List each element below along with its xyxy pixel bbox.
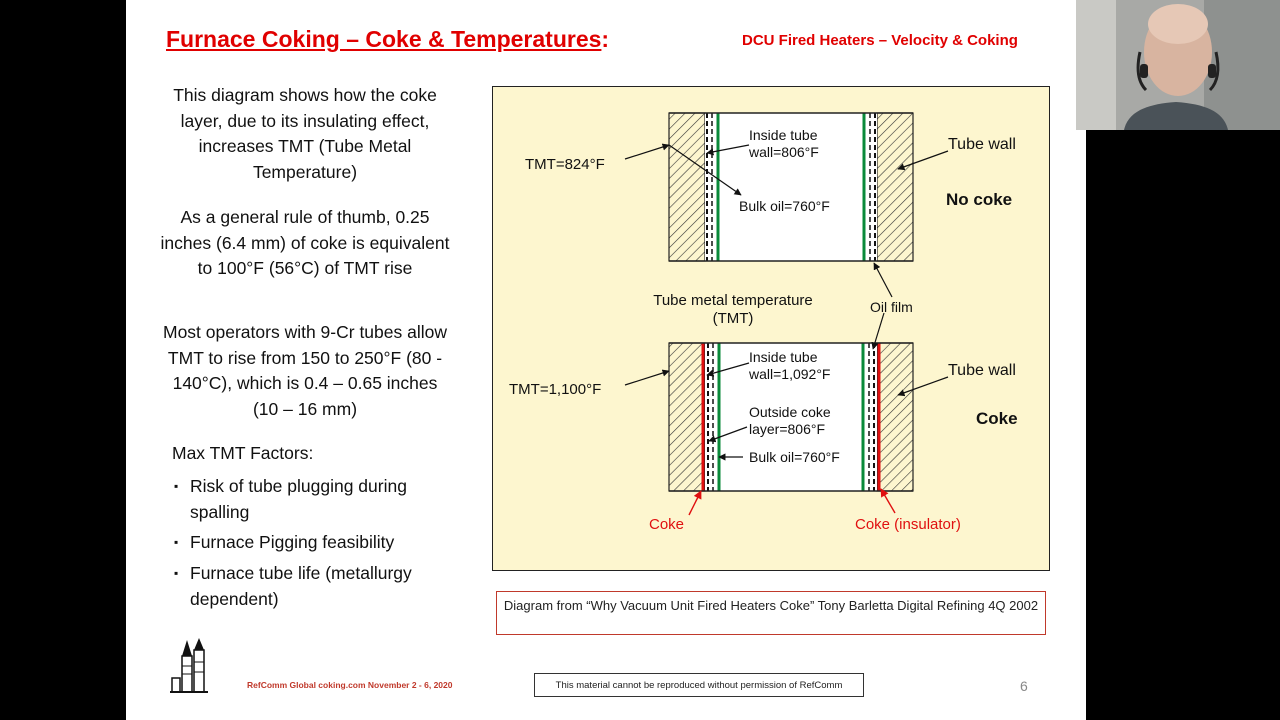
label-tmt-no-coke: TMT=824°F: [525, 156, 605, 173]
factor-text: Furnace Pigging feasibility: [190, 532, 395, 552]
paragraph-rule-of-thumb: As a general rule of thumb, 0.25 inches …: [160, 207, 450, 278]
factors-heading: Max TMT Factors:: [172, 443, 314, 463]
slide: Furnace Coking – Coke & Temperatures: DC…: [126, 0, 1086, 720]
paragraph-coke-insulation: This diagram shows how the coke layer, d…: [173, 85, 437, 182]
bullet-icon: ▪: [174, 566, 179, 580]
slide-subtitle: DCU Fired Heaters – Velocity & Coking: [742, 32, 1018, 49]
paragraph-operators: Most operators with 9-Cr tubes allow TMT…: [163, 322, 447, 419]
label-oil-film: Oil film: [870, 299, 913, 315]
label-tmt-heading-2: (TMT): [713, 310, 754, 327]
label-coke-insulator: Coke (insulator): [855, 516, 961, 533]
label-no-coke: No coke: [946, 190, 1012, 209]
tube-coking-diagram: TMT=824°F Inside tube wall=806°F Bulk oi…: [492, 86, 1050, 571]
page-number: 6: [1020, 678, 1028, 694]
factor-item: ▪ Furnace Pigging feasibility: [174, 530, 444, 556]
tube-coke: [668, 342, 914, 492]
label-outside-coke-1: Outside coke: [749, 404, 831, 420]
tube-no-coke: [668, 112, 914, 262]
label-inside-wall-coke-2: wall=1,092°F: [748, 366, 830, 382]
diagram-caption: Diagram from “Why Vacuum Unit Fired Heat…: [496, 591, 1046, 635]
factor-text: Furnace tube life (metallurgy dependent): [190, 563, 412, 609]
copyright-notice: This material cannot be reproduced witho…: [534, 673, 864, 697]
factor-text: Risk of tube plugging during spalling: [190, 476, 407, 522]
bullet-icon: ▪: [174, 535, 179, 549]
bullet-icon: ▪: [174, 479, 179, 493]
label-tmt-heading-1: Tube metal temperature: [653, 292, 813, 309]
label-bulk-oil-no-coke: Bulk oil=760°F: [739, 198, 830, 214]
label-tmt-coke: TMT=1,100°F: [509, 381, 601, 398]
label-inside-wall-no-coke-1: Inside tube: [749, 127, 818, 143]
label-tube-wall-top: Tube wall: [948, 136, 1016, 153]
factor-item: ▪ Risk of tube plugging during spalling: [174, 474, 444, 525]
factor-item: ▪ Furnace tube life (metallurgy dependent…: [174, 561, 444, 612]
label-outside-coke-2: layer=806°F: [749, 421, 825, 437]
footer-event: RefComm Global coking.com November 2 - 6…: [247, 680, 453, 690]
label-coke-left: Coke: [649, 516, 684, 533]
label-bulk-oil-coke: Bulk oil=760°F: [749, 449, 840, 465]
refcomm-logo: [168, 636, 212, 699]
label-inside-wall-no-coke-2: wall=806°F: [748, 144, 819, 160]
slide-title: Furnace Coking – Coke & Temperatures:: [166, 26, 610, 52]
label-inside-wall-coke-1: Inside tube: [749, 349, 818, 365]
label-tube-wall-bottom: Tube wall: [948, 362, 1016, 379]
label-coke-state: Coke: [976, 409, 1018, 428]
webcam-video: [1076, 0, 1280, 130]
